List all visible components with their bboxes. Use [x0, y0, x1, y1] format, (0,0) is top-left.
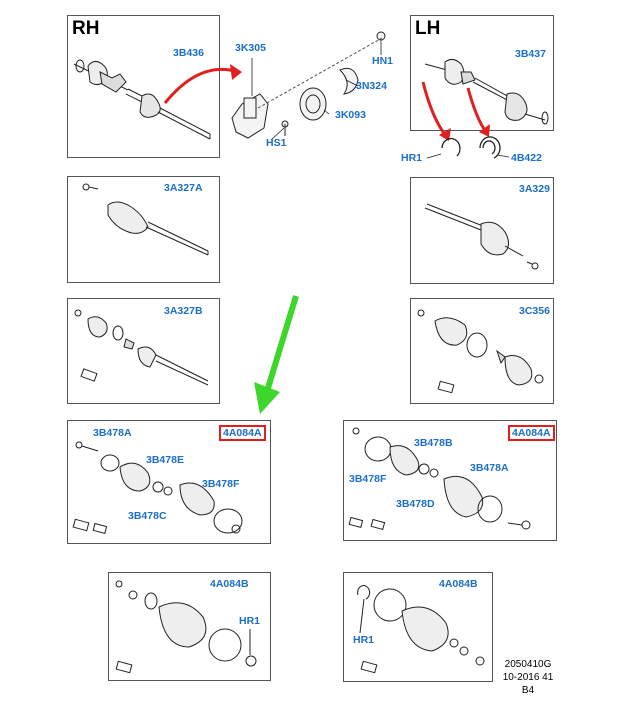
rh-boot-label-f: 3B478F [202, 478, 240, 490]
lh-outer-boot-title: 4A084B [439, 578, 478, 590]
lh-kit-drawing [417, 309, 544, 394]
rh-kit-panel: 3A327B [67, 298, 220, 404]
rh-driveshaft-drawing [73, 59, 211, 140]
lh-boot-label-a: 3B478A [470, 462, 509, 474]
lh-circlip-label: 4B422 [511, 152, 542, 164]
rh-outer-boot-drawing [115, 580, 257, 674]
lh-inner-shaft-panel: 3A329 [410, 177, 554, 284]
bracket-label: 3K305 [235, 42, 266, 54]
lh-outer-boot-panel: 4A084B HR1 [343, 572, 493, 682]
rh-inner-shaft-drawing [82, 183, 209, 256]
clip-label: 3N324 [356, 80, 387, 92]
rh-boot-kit-drawing [72, 441, 243, 535]
rh-boot-label-e: 3B478E [146, 454, 184, 466]
rh-boot-kit-panel: 4A084A 3B478A 3B478E 3B478F 3B478C [67, 420, 271, 544]
diagram-reference: 2050410G 10-2016 41 B4 [497, 658, 559, 697]
rh-shaft-panel: RH 3B436 [67, 15, 220, 158]
bearing-label: 3K093 [335, 109, 366, 121]
green-arrow-icon [265, 295, 299, 389]
lh-shaft-label: 3B437 [515, 48, 546, 60]
lh-boot-label-d: 3B478D [396, 498, 435, 510]
reference-code: 2050410G [504, 659, 552, 670]
lh-inner-shaft-label: 3A329 [519, 183, 550, 195]
lh-boot-kit-drawing [348, 427, 531, 531]
rh-kit-label: 3A327B [164, 305, 203, 317]
lh-boot-label-f: 3B478F [349, 473, 387, 485]
lh-boot-label-b: 3B478B [414, 437, 453, 449]
rh-outer-boot-hr1: HR1 [239, 615, 261, 627]
rh-boot-label-a: 3B478A [93, 427, 132, 439]
rh-inner-shaft-label: 3A327A [164, 182, 203, 194]
lh-boot-kit-title: 4A084A [508, 425, 555, 441]
rh-inner-shaft-panel: 3A327A [67, 176, 220, 283]
lh-driveshaft-drawing [424, 58, 549, 125]
hn1-label: HN1 [372, 55, 394, 67]
rh-outer-boot-panel: 4A084B HR1 [108, 572, 271, 681]
lh-outer-boot-hr1: HR1 [353, 634, 375, 646]
rh-boot-kit-title: 4A084A [219, 425, 266, 441]
rh-outer-boot-title: 4A084B [210, 578, 249, 590]
reference-date: 10-2016 41 [502, 672, 554, 683]
reference-sheet: B4 [521, 685, 535, 696]
lh-kit-panel: 3C356 [410, 298, 554, 404]
lh-title: LH [415, 18, 441, 39]
lh-kit-label: 3C356 [519, 305, 550, 317]
lh-shaft-panel: LH 3B437 [410, 15, 554, 131]
lh-outer-boot-drawing [357, 585, 485, 674]
rh-title: RH [72, 18, 100, 39]
lh-hr1-label: HR1 [401, 152, 423, 164]
bolt-icon [281, 120, 289, 128]
lh-boot-kit-panel: 4A084A 3B478B 3B478F 3B478A 3B478D [343, 420, 557, 541]
rh-shaft-label: 3B436 [173, 47, 204, 59]
bolt-label: HS1 [266, 137, 287, 149]
rh-boot-label-c: 3B478C [128, 510, 167, 522]
rh-kit-drawing [74, 309, 209, 386]
lh-inner-shaft-drawing [424, 203, 539, 270]
